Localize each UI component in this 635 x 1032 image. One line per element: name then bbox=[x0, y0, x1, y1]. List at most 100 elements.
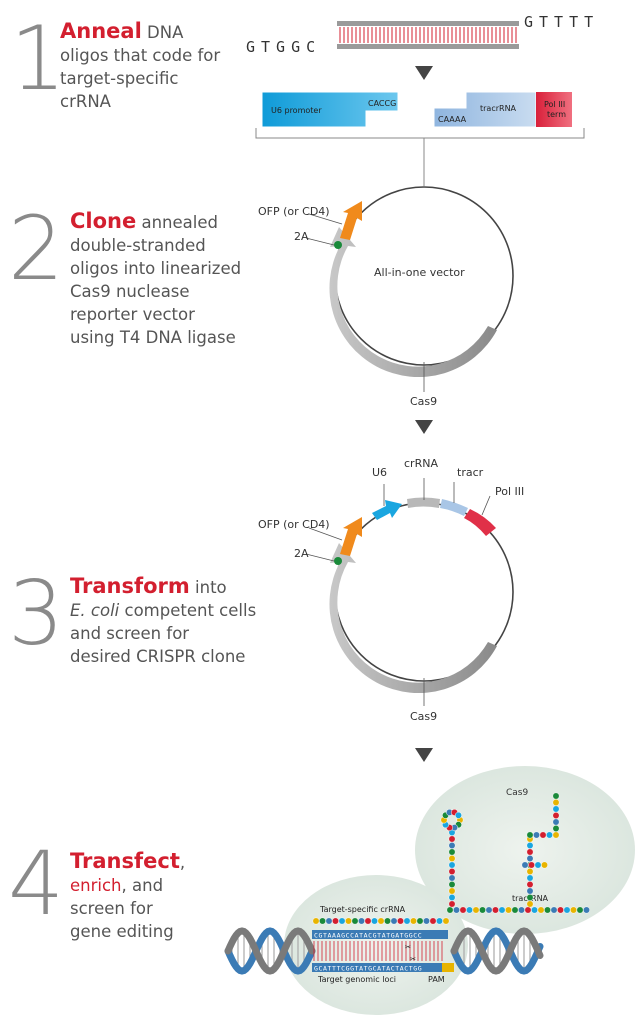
editing-cas9-label: Cas9 bbox=[506, 788, 528, 798]
rna-bead bbox=[552, 818, 560, 826]
vector2-pol3-label: Pol III bbox=[495, 485, 524, 498]
rna-bead bbox=[526, 848, 534, 856]
step-2-line: Cas9 nuclease bbox=[70, 282, 190, 301]
ofp-arrow bbox=[340, 517, 362, 556]
rna-bead bbox=[526, 887, 534, 895]
rna-bead bbox=[364, 917, 372, 925]
rna-bead bbox=[552, 812, 560, 819]
vector2-u6-label: U6 bbox=[372, 466, 387, 479]
rna-bead bbox=[448, 900, 456, 908]
rna-bead bbox=[397, 917, 404, 925]
step-3-line: competent cells bbox=[124, 601, 257, 620]
rna-bead bbox=[466, 906, 473, 914]
ofp-arrow bbox=[340, 201, 362, 240]
rna-bead bbox=[479, 906, 486, 914]
rna-bead bbox=[410, 917, 417, 925]
editing-pam-label: PAM bbox=[428, 975, 445, 984]
rna-bead bbox=[505, 906, 512, 914]
rna-bead bbox=[371, 917, 378, 925]
caaaa-label: CAAAA bbox=[438, 115, 467, 124]
rna-bead bbox=[448, 855, 456, 862]
rna-bead bbox=[319, 917, 326, 925]
rna-bead bbox=[448, 887, 456, 895]
rna-bead bbox=[455, 811, 462, 819]
step-2-line: using T4 DNA ligase bbox=[70, 328, 236, 347]
caccg-label: CACCG bbox=[368, 99, 396, 108]
rna-bead bbox=[570, 906, 577, 914]
vector2-cas9-label: Cas9 bbox=[410, 710, 437, 723]
step-3-number: 3 bbox=[8, 562, 64, 665]
2a-dot bbox=[334, 241, 342, 249]
rna-bead bbox=[448, 861, 456, 869]
rna-bead bbox=[448, 868, 456, 875]
step-2-text: Clone annealed double-stranded oligos in… bbox=[70, 210, 270, 349]
step-1-line: DNA bbox=[147, 23, 184, 42]
step-3-text: Transform into E. coli competent cells a… bbox=[70, 575, 270, 668]
rna-bead bbox=[472, 906, 480, 914]
helix-strand bbox=[224, 927, 316, 975]
rna-bead bbox=[518, 906, 525, 914]
step-2-number: 2 bbox=[8, 197, 64, 300]
u6-promoter-block bbox=[261, 91, 399, 128]
pol3-term-block bbox=[536, 92, 572, 127]
annealed-oligo: GTGGC GTTTT bbox=[246, 13, 593, 56]
rna-bead bbox=[446, 906, 454, 914]
crrna-segment bbox=[407, 497, 440, 508]
pol3-term-label-1: Pol III bbox=[544, 100, 565, 109]
rna-bead bbox=[485, 906, 493, 914]
rna-bead bbox=[325, 917, 333, 925]
rna-bead bbox=[345, 917, 352, 925]
rna-bead bbox=[436, 917, 443, 925]
vector1-center-label: All-in-one vector bbox=[374, 266, 465, 279]
linear-construct: U6 promoter CACCG CAAAA tracrRNA Pol III… bbox=[255, 91, 585, 186]
rna-bead bbox=[533, 831, 540, 839]
rna-bead bbox=[448, 894, 456, 901]
rna-bead bbox=[459, 906, 467, 914]
rna-bead bbox=[531, 906, 538, 914]
rna-bead bbox=[390, 917, 398, 925]
rna-bead bbox=[544, 906, 551, 914]
vector-all-in-one: OFP (or CD4) 2A All-in-one vector Cas9 bbox=[258, 186, 514, 408]
step-3-line: desired CRISPR clone bbox=[70, 647, 246, 666]
step-4-text: Transfect, enrich, and screen for gene e… bbox=[70, 850, 190, 943]
rna-bead bbox=[384, 917, 391, 925]
rna-bead bbox=[511, 906, 519, 914]
pol3-segment bbox=[464, 509, 496, 536]
helix-strand bbox=[450, 927, 544, 975]
vector2-ofp-label: OFP (or CD4) bbox=[258, 518, 330, 531]
rna-bead bbox=[524, 906, 532, 914]
step-1-keyword: Anneal bbox=[60, 19, 142, 43]
vector1-2a-label: 2A bbox=[294, 230, 309, 243]
rna-bead bbox=[552, 825, 560, 832]
vector-crispr-clone: U6 crRNA tracr Pol III OFP (or CD4) 2A C… bbox=[258, 457, 524, 723]
step-1-line: crRNA bbox=[60, 92, 111, 111]
editing-top-strand: CGTAAAGCCATACGTATGATGGCC bbox=[314, 932, 422, 940]
rna-bead bbox=[423, 917, 430, 925]
rna-bead bbox=[563, 906, 571, 914]
rna-bead bbox=[377, 917, 385, 925]
rna-bead bbox=[403, 917, 411, 925]
editing-crrna-label: Target-specific crRNA bbox=[319, 905, 406, 914]
rna-bead bbox=[351, 917, 359, 925]
vector2-crrna-label: crRNA bbox=[404, 457, 438, 470]
editing-genomic-label: Target genomic loci bbox=[317, 975, 396, 984]
editing-bottom-strand: GCATTTCGGTATGCATACTACTGG bbox=[314, 965, 422, 973]
rna-bead bbox=[526, 831, 534, 839]
rna-bead bbox=[526, 868, 534, 875]
scissors-icon: ✂ bbox=[405, 942, 411, 953]
rna-bead bbox=[541, 861, 548, 869]
vector2-tracr-label: tracr bbox=[457, 466, 484, 479]
step-2-line: oligos into linearized bbox=[70, 259, 242, 278]
vector1-ofp-label: OFP (or CD4) bbox=[258, 205, 330, 218]
rna-bead bbox=[552, 792, 560, 800]
rna-bead bbox=[521, 861, 529, 869]
step-4-line: screen for bbox=[70, 899, 153, 918]
rna-bead bbox=[448, 881, 456, 888]
rna-bead bbox=[557, 906, 564, 914]
rna-bead bbox=[552, 831, 560, 839]
rna-bead bbox=[442, 917, 450, 925]
down-arrow-icon bbox=[415, 420, 433, 434]
step-4-number: 4 bbox=[8, 832, 64, 935]
cas9-arrow bbox=[329, 227, 497, 378]
